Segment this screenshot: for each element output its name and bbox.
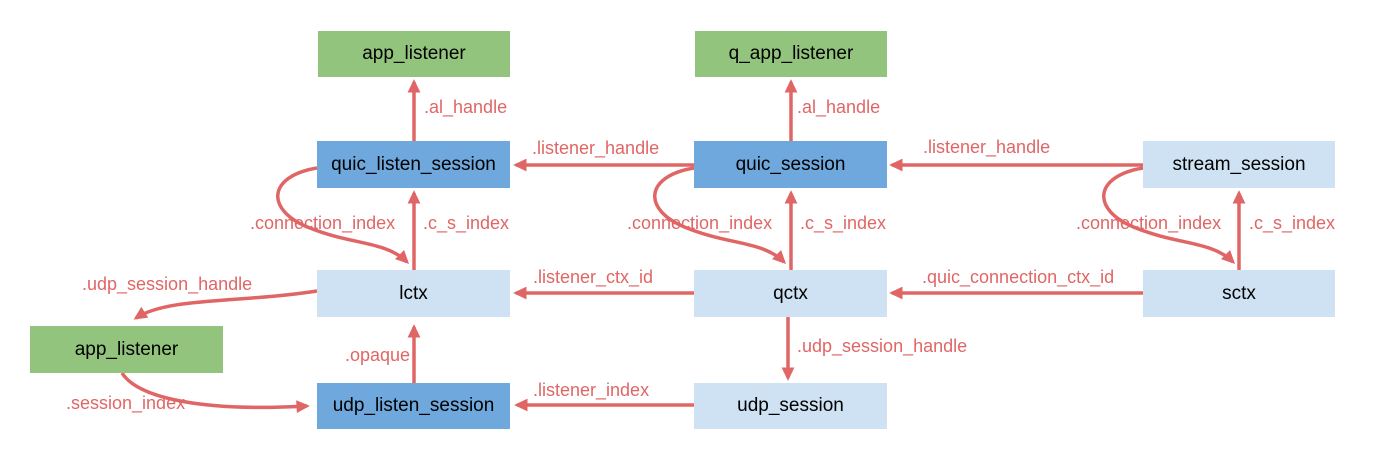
edge-label-c-s-index-sctx: .c_s_index xyxy=(1249,213,1336,233)
node-quic-listen-session: quic_listen_session xyxy=(317,141,510,188)
node-udp-listen-session: udp_listen_session xyxy=(317,383,510,429)
node-stream-session: stream_session xyxy=(1143,141,1335,188)
edge-label-c-s-index-lctx: .c_s_index xyxy=(423,213,510,233)
edge-label-connection-index-quic-session: .connection_index xyxy=(627,213,773,233)
edge-label-al-handle-quic-session: .al_handle xyxy=(797,97,881,117)
arrow-connection-index-quic-session xyxy=(653,166,787,265)
edge-label-listener-ctx-id-qctx: .listener_ctx_id xyxy=(533,267,654,287)
arrow-session-index-app-listener-2 xyxy=(120,371,310,414)
edge-label-quic-connection-ctx-id-sctx: .quic_connection_ctx_id xyxy=(922,267,1115,287)
edge-label-listener-handle-quic-session: .listener_handle xyxy=(532,138,660,158)
edge-label-connection-index-quic-listen-session: .connection_index xyxy=(250,213,396,233)
edge-label-listener-handle-stream-session: .listener_handle xyxy=(923,137,1051,157)
arrow-connection-index-quic-listen-session xyxy=(276,166,410,265)
node-quic-session: quic_session xyxy=(694,141,887,188)
arrow-connection-index-stream-session xyxy=(1102,166,1236,265)
node-app-listener: app_listener xyxy=(318,31,510,77)
node-sctx: sctx xyxy=(1143,270,1335,317)
node-udp-session: udp_session xyxy=(694,383,887,429)
edge-label-listener-index-udp-session: .listener_index xyxy=(533,380,650,400)
node-app-listener-2: app_listener xyxy=(30,326,223,373)
edge-label-connection-index-stream-session: .connection_index xyxy=(1076,213,1222,233)
node-q-app-listener: q_app_listener xyxy=(695,31,887,77)
node-qctx: qctx xyxy=(694,270,887,317)
edge-label-c-s-index-qctx: .c_s_index xyxy=(800,213,887,233)
edge-label-al-handle-quic-listen-session: .al_handle xyxy=(424,97,508,117)
edge-label-udp-session-handle-qctx: .udp_session_handle xyxy=(797,336,968,356)
edge-label-session-index-app-listener-2: .session_index xyxy=(66,393,186,413)
edge-label-udp-session-handle-lctx: .udp_session_handle xyxy=(82,274,253,294)
edge-label-opaque-udp-listen-session: .opaque xyxy=(345,345,411,365)
node-lctx: lctx xyxy=(317,270,510,317)
arrow-udp-session-handle-lctx xyxy=(133,289,318,320)
